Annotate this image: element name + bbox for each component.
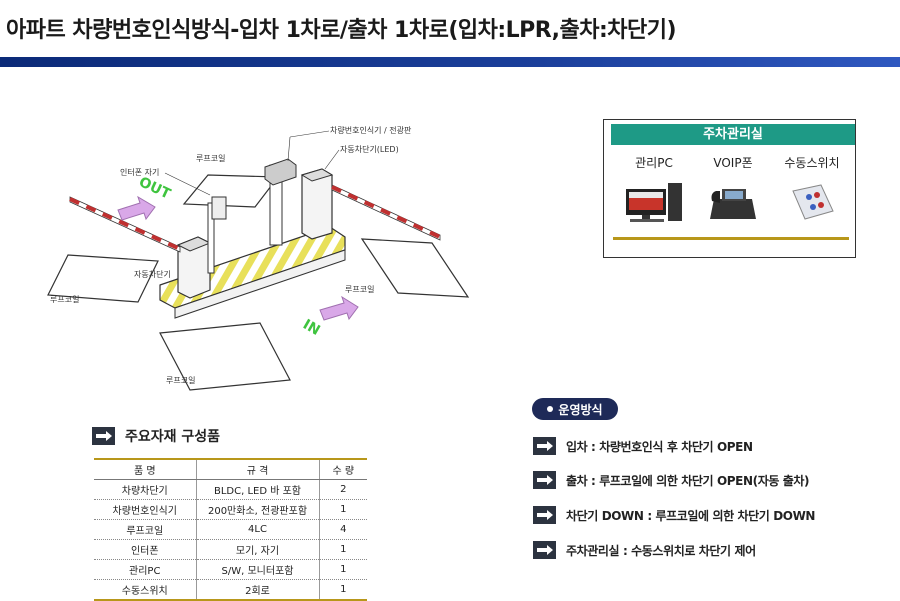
operation-item-text: 출차 : 루프코일에 의한 차단기 OPEN(자동 출차) [566,473,810,488]
office-item-switch: 수동스위치 [772,154,852,223]
table-row: 수동스위치 2회로 1 [94,579,367,601]
parts-table: 품 명 규 격 수 량 차량차단기 BLDC, LED 바 포함 2 차량번호인… [94,458,367,601]
operation-item-office: 주차관리실 : 수동스위치로 차단기 제어 [533,541,756,559]
parts-title-text: 주요자재 구성품 [125,429,221,445]
operation-item-down: 차단기 DOWN : 루프코일에 의한 차단기 DOWN [533,506,815,524]
operation-item-text: 주차관리실 : 수동스위치로 차단기 제어 [566,543,756,558]
operation-item-text: 차단기 DOWN : 루프코일에 의한 차단기 DOWN [566,508,816,523]
label-loop-bottom: 루프코일 [166,376,195,385]
cell-qty: 1 [319,559,367,580]
operation-item-exit: 출차 : 루프코일에 의한 차단기 OPEN(자동 출차) [533,471,810,489]
title-bar [0,57,900,67]
barrier-arm-right [331,184,441,241]
table-row: 차량차단기 BLDC, LED 바 포함 2 [94,479,367,500]
cell-name: 관리PC [94,559,197,580]
page-title: 아파트 차량번호인식방식-입차 1차로/출차 1차로(입차:LPR,출차:차단기… [6,18,677,43]
office-item-voip: VOIP폰 [693,154,773,223]
loop-coil-top [182,174,280,208]
operation-item-entry: 입차 : 차량번호인식 후 차단기 OPEN [533,437,753,455]
parts-section-title: 주요자재 구성품 [92,425,220,447]
office-item-pc-label: 관리PC [635,156,673,170]
office-item-switch-label: 수동스위치 [784,156,840,170]
label-loop-right: 루프코일 [345,285,374,294]
table-row: 인터폰 모기, 자기 1 [94,539,367,560]
cell-name: 수동스위치 [94,579,197,601]
cell-spec: 4LC [196,519,320,540]
label-loop-left: 루프코일 [50,295,79,304]
pc-icon [626,183,682,222]
parking-office-panel: 주차관리실 관리PC VOIP폰 수동스위치 [603,119,856,258]
table-row: 차량번호인식기 200만화소, 전광판포함 1 [94,499,367,520]
cell-spec: BLDC, LED 바 포함 [196,479,320,500]
cell-qty: 1 [319,539,367,560]
label-loop-top: 루프코일 [196,154,225,163]
office-item-pc: 관리PC [614,154,694,223]
cell-spec: 2회로 [196,579,320,601]
loop-coil-bottom [159,322,291,391]
out-text: OUT [136,174,173,203]
arrow-right-icon [533,437,556,455]
loop-coil-right [360,238,470,298]
label-lpr: 차량번호인식기 / 전광판 [330,125,412,135]
label-intercom: 인터폰 자기 [120,167,159,177]
cell-qty: 2 [319,479,367,500]
label-barrier-led: 자동차단기(LED) [340,144,399,154]
arrow-right-icon [92,427,115,445]
phone-icon [710,189,756,219]
cell-qty: 1 [319,579,367,601]
cell-name: 루프코일 [94,519,197,540]
cell-qty: 1 [319,499,367,520]
bullet-icon [547,406,554,412]
arrow-right-icon [533,541,556,559]
table-row: 루프코일 4LC 4 [94,519,367,540]
operation-item-text: 입차 : 차량번호인식 후 차단기 OPEN [566,439,753,454]
table-row: 관리PC S/W, 모니터포함 1 [94,559,367,580]
parking-diagram: OUT IN 차량번호인식기 / 전광판 자동차단기(LED) 루프코일 인터폰… [47,125,470,391]
label-barrier: 자동차단기 [134,269,171,279]
cell-spec: 모기, 자기 [196,539,320,560]
arrow-right-icon [533,471,556,489]
office-heading: 주차관리실 [611,124,855,145]
out-arrow [117,195,156,221]
operation-badge: 운영방식 [532,398,618,420]
cell-name: 인터폰 [94,539,197,560]
cell-name: 차량차단기 [94,479,197,500]
intercom-box [211,196,227,220]
lpr-camera [264,158,297,186]
cell-spec: 200만화소, 전광판포함 [196,499,320,520]
in-text: IN [300,317,323,339]
office-item-voip-label: VOIP폰 [713,156,753,170]
cell-spec: S/W, 모니터포함 [196,559,320,580]
header-spec: 규 격 [196,458,320,480]
cell-name: 차량번호인식기 [94,499,197,520]
parts-header-row: 품 명 규 격 수 량 [94,458,367,480]
in-arrow [319,295,359,321]
header-qty: 수 량 [319,458,367,480]
header-name: 품 명 [94,458,197,480]
cell-qty: 4 [319,519,367,540]
manual-switch-icon [792,184,834,220]
operation-badge-text: 운영방식 [558,402,603,417]
loop-coil-left [47,254,159,303]
arrow-right-icon [533,506,556,524]
office-divider [613,237,849,240]
barrier-arm-left [69,196,181,253]
